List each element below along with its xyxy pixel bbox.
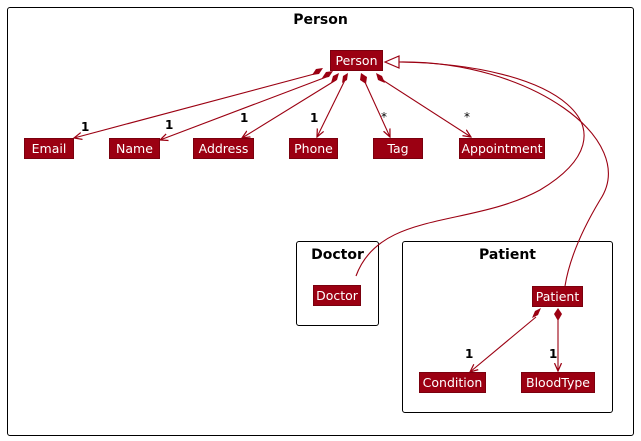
edge-patient-inherits-person (397, 61, 609, 287)
edge-person-address (242, 73, 339, 138)
class-address[interactable]: Address (193, 138, 254, 159)
multiplicity-condition: 1 (465, 347, 473, 361)
class-phone[interactable]: Phone (289, 138, 338, 159)
class-name[interactable]: Name (109, 138, 160, 159)
class-patient[interactable]: Patient (532, 286, 583, 307)
class-appointment[interactable]: Appointment (459, 138, 545, 159)
multiplicity-tag: * (381, 110, 387, 124)
edge-person-email (74, 68, 323, 138)
multiplicity-bloodtype: 1 (549, 347, 557, 361)
package-patient-title: Patient (479, 247, 536, 263)
inheritance-triangle (383, 55, 400, 69)
edge-person-name (160, 71, 333, 140)
multiplicity-address: 1 (240, 111, 248, 125)
multiplicity-phone: 1 (310, 111, 318, 125)
edge-person-tag (360, 73, 390, 137)
edge-person-phone (317, 73, 348, 137)
package-person: Person (7, 7, 634, 436)
multiplicity-appointment: * (464, 110, 470, 124)
package-person-title: Person (293, 12, 348, 28)
class-doctor[interactable]: Doctor (313, 285, 361, 306)
package-doctor: Doctor (296, 241, 379, 326)
package-patient: Patient (402, 241, 613, 413)
edge-person-appointment (376, 73, 471, 137)
class-tag[interactable]: Tag (373, 138, 423, 159)
multiplicity-email: 1 (81, 120, 89, 134)
class-email[interactable]: Email (24, 138, 74, 159)
class-bloodtype[interactable]: BloodType (521, 372, 595, 393)
class-person[interactable]: Person (330, 50, 383, 71)
edge-patient-bloodtype (554, 308, 562, 371)
edge-patient-condition (470, 308, 541, 372)
multiplicity-name: 1 (165, 118, 173, 132)
class-condition[interactable]: Condition (419, 372, 486, 393)
edge-doctor-inherits-person (355, 61, 585, 277)
package-doctor-title: Doctor (311, 247, 364, 263)
